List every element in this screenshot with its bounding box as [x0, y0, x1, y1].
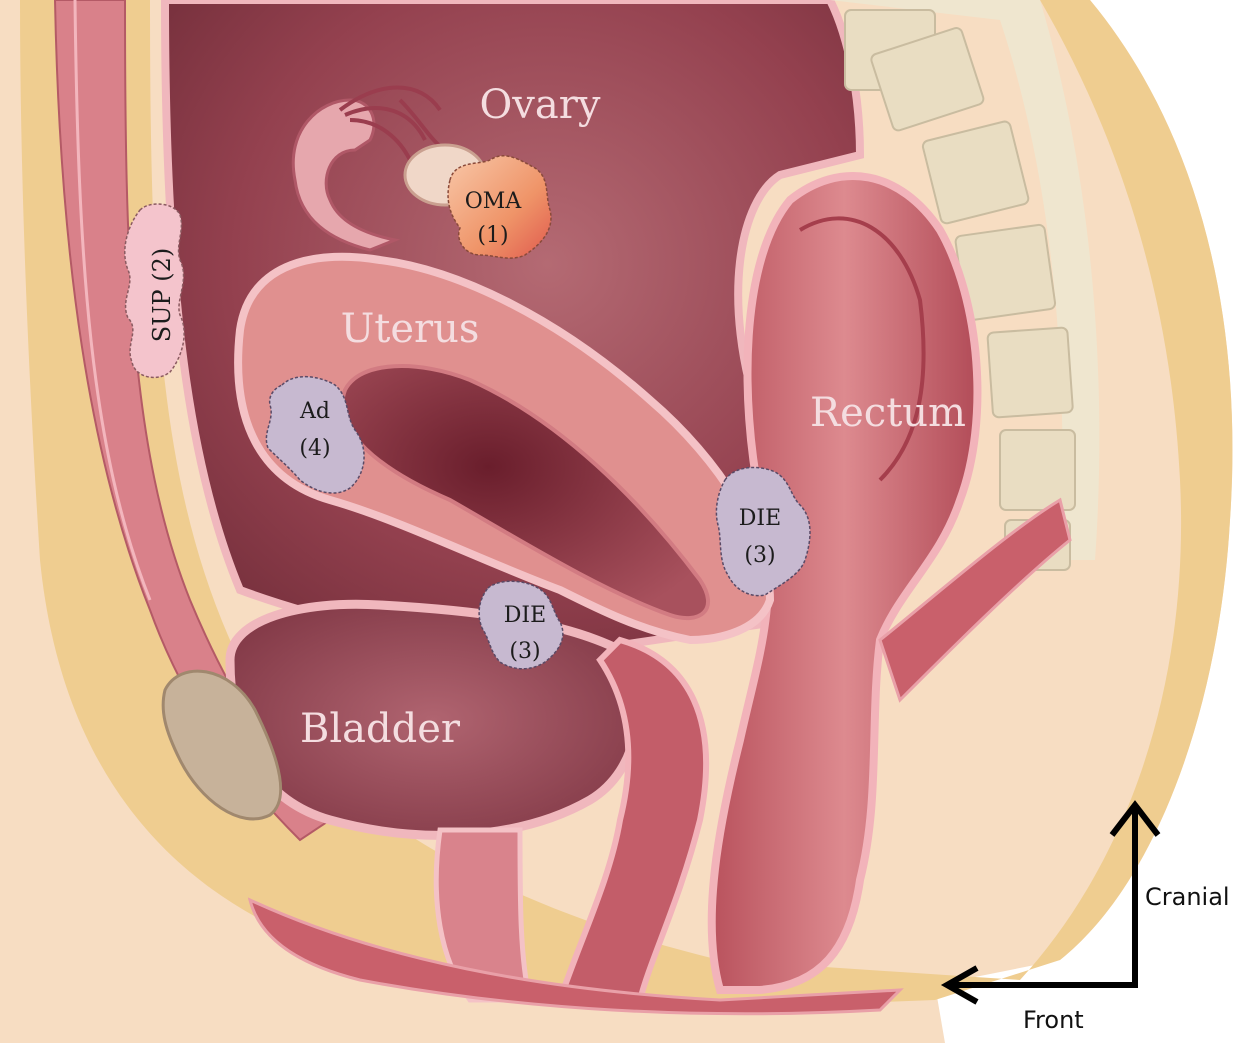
uterus-label: Uterus [341, 306, 480, 352]
oma-name-label: OMA [465, 189, 523, 214]
ad-number-label: (4) [299, 436, 330, 461]
oma-number-label: (1) [477, 223, 508, 248]
ovary-label: Ovary [480, 82, 601, 128]
die-vesical-name-label: DIE [504, 603, 546, 628]
sup-label: SUP (2) [148, 248, 176, 342]
front-label: Front [1023, 1006, 1084, 1034]
bladder-label: Bladder [300, 706, 461, 752]
ad-name-label: Ad [299, 399, 330, 424]
cranial-label: Cranial [1145, 883, 1230, 911]
die-rectal-name-label: DIE [739, 506, 781, 531]
die-vesical-number-label: (3) [509, 639, 540, 664]
die-rectal-number-label: (3) [744, 543, 775, 568]
rectum-label: Rectum [810, 390, 966, 436]
